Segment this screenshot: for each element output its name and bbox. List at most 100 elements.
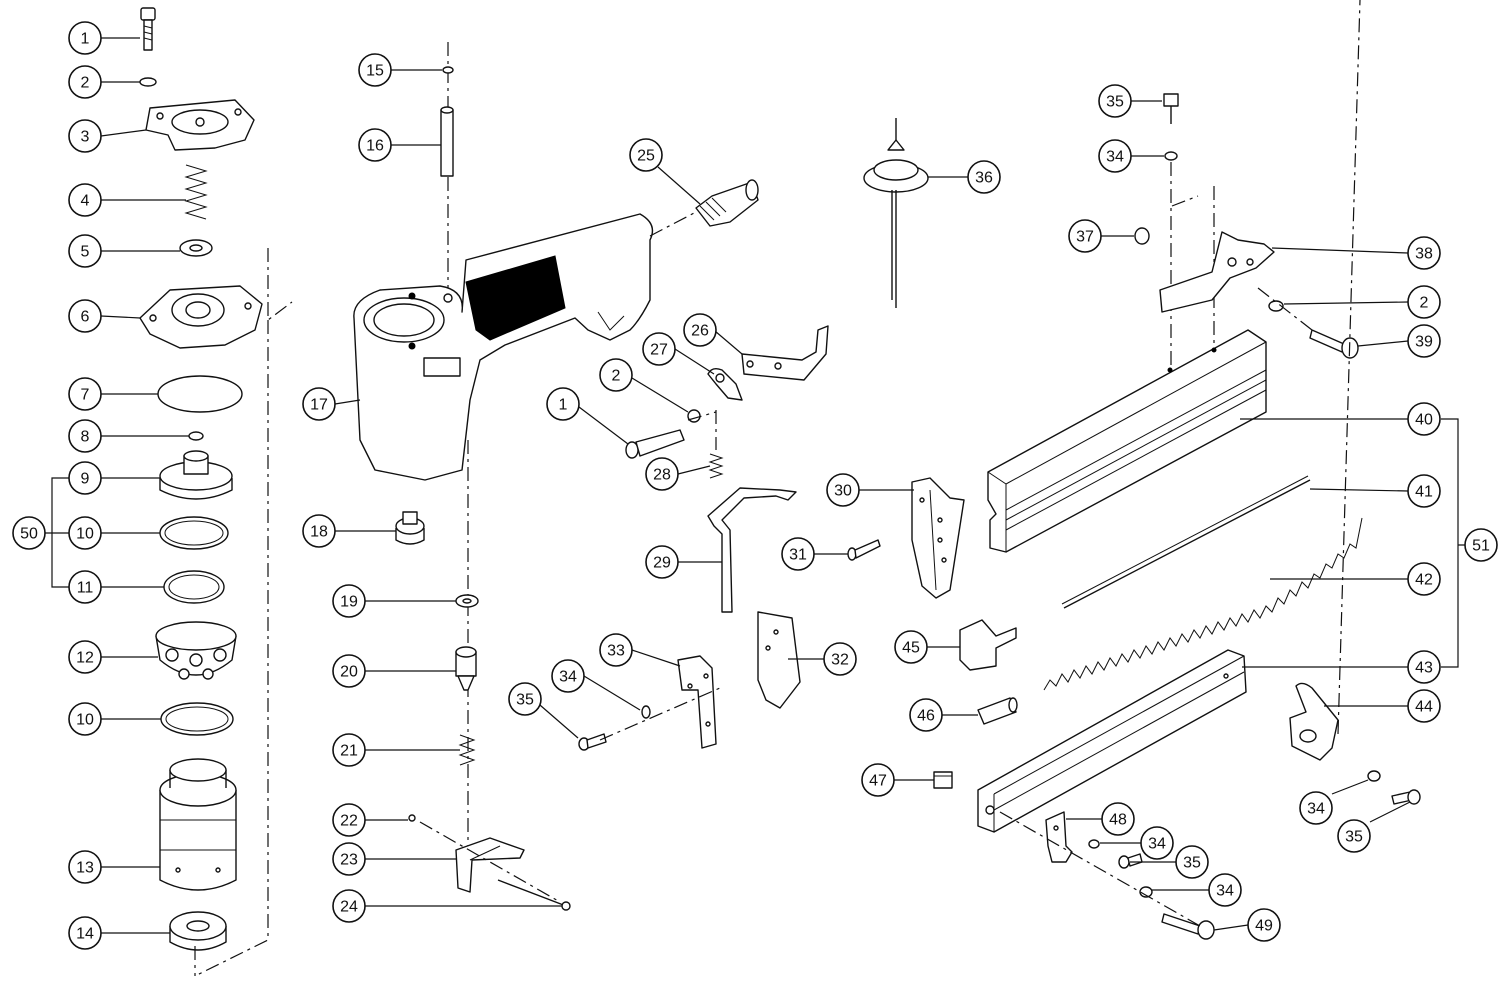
callout-10b: 10 <box>68 702 102 736</box>
part-latch-38 <box>1159 231 1275 313</box>
callout-35c: 35 <box>1337 819 1371 853</box>
svg-text:36: 36 <box>975 170 993 187</box>
svg-text:28: 28 <box>653 467 671 484</box>
callout-22: 22 <box>332 803 366 837</box>
part-spring-28 <box>708 453 724 479</box>
part-screw-49 <box>1161 913 1215 940</box>
part-spring-42 <box>1043 517 1363 691</box>
part-screw-35c <box>1391 789 1421 805</box>
svg-text:14: 14 <box>76 926 94 943</box>
callout-42: 42 <box>1407 562 1441 596</box>
svg-text:34: 34 <box>1106 149 1124 166</box>
callout-6: 6 <box>68 299 102 333</box>
callout-23: 23 <box>332 842 366 876</box>
callout-10a: 10 <box>68 516 102 550</box>
part-screw-35a <box>578 733 607 751</box>
callout-8: 8 <box>68 419 102 453</box>
part-washer-34d <box>1088 839 1100 849</box>
part-washer-34a <box>641 705 651 719</box>
part-piston-9 <box>159 450 233 500</box>
part-housing-17 <box>353 213 654 481</box>
svg-text:40: 40 <box>1415 412 1433 429</box>
part-oring-10b <box>160 702 234 736</box>
svg-text:15: 15 <box>366 63 384 80</box>
callout-2b: 2 <box>599 358 633 392</box>
callout-43: 43 <box>1407 650 1441 684</box>
svg-text:35: 35 <box>1183 855 1201 872</box>
svg-text:34: 34 <box>559 669 577 686</box>
callout-7: 7 <box>68 377 102 411</box>
callout-32: 32 <box>823 642 857 676</box>
part-pin-16 <box>440 106 454 177</box>
callout-21: 21 <box>332 733 366 767</box>
callout-33: 33 <box>599 633 633 667</box>
part-valve-body-6 <box>139 285 263 349</box>
part-cage-12 <box>155 621 237 680</box>
svg-text:1: 1 <box>81 31 90 48</box>
callout-30: 30 <box>826 473 860 507</box>
svg-text:18: 18 <box>310 524 328 541</box>
leader-lines <box>45 37 1465 934</box>
svg-text:37: 37 <box>1076 229 1094 246</box>
svg-text:16: 16 <box>366 138 384 155</box>
svg-text:22: 22 <box>340 813 358 830</box>
part-washer-19 <box>455 594 479 608</box>
svg-text:43: 43 <box>1415 660 1433 677</box>
callout-37: 37 <box>1068 219 1102 253</box>
svg-text:13: 13 <box>76 860 94 877</box>
callout-18: 18 <box>302 514 336 548</box>
callout-5: 5 <box>68 234 102 268</box>
svg-text:34: 34 <box>1148 836 1166 853</box>
callout-15: 15 <box>358 53 392 87</box>
svg-text:3: 3 <box>81 129 90 146</box>
svg-text:10: 10 <box>76 526 94 543</box>
part-block-47 <box>933 771 953 789</box>
callout-36: 36 <box>967 160 1001 194</box>
part-nozzle-18 <box>395 511 425 545</box>
svg-text:38: 38 <box>1415 246 1433 263</box>
svg-text:42: 42 <box>1415 572 1433 589</box>
svg-text:44: 44 <box>1415 699 1433 716</box>
callout-51: 51 <box>1464 528 1498 562</box>
svg-text:25: 25 <box>637 148 655 165</box>
callout-16: 16 <box>358 128 392 162</box>
callout-12: 12 <box>68 640 102 674</box>
callout-49: 49 <box>1247 908 1281 942</box>
part-screw-31 <box>847 539 881 561</box>
callout-35b: 35 <box>1098 84 1132 118</box>
callout-4: 4 <box>68 183 102 217</box>
callout-1b: 1 <box>546 387 580 421</box>
callout-50: 50 <box>12 516 46 550</box>
part-screw-1b <box>625 429 685 459</box>
svg-text:32: 32 <box>831 652 849 669</box>
svg-text:35: 35 <box>516 692 534 709</box>
part-screw-39 <box>1309 329 1359 359</box>
svg-text:8: 8 <box>81 429 90 446</box>
part-magazine-40 <box>987 329 1267 553</box>
callout-47: 47 <box>861 763 895 797</box>
svg-text:21: 21 <box>340 743 358 760</box>
part-guide-30 <box>911 477 965 599</box>
part-bracket-26 <box>741 325 829 381</box>
callout-34c: 34 <box>1299 791 1333 825</box>
svg-text:49: 49 <box>1255 918 1273 935</box>
callout-34e: 34 <box>1208 873 1242 907</box>
callout-13: 13 <box>68 850 102 884</box>
svg-text:10: 10 <box>76 712 94 729</box>
svg-text:31: 31 <box>789 547 807 564</box>
callout-26: 26 <box>683 313 717 347</box>
svg-text:35: 35 <box>1106 94 1124 111</box>
part-cap-36 <box>863 118 929 308</box>
callout-46: 46 <box>909 698 943 732</box>
svg-text:5: 5 <box>81 244 90 261</box>
callout-44: 44 <box>1407 689 1441 723</box>
part-oring-8 <box>188 431 204 441</box>
svg-text:2: 2 <box>81 75 90 92</box>
svg-text:23: 23 <box>340 852 358 869</box>
part-oring-7 <box>157 375 243 413</box>
callout-45: 45 <box>894 630 928 664</box>
callout-2: 2 <box>68 65 102 99</box>
svg-text:29: 29 <box>653 555 671 572</box>
part-spring-4 <box>184 164 208 220</box>
